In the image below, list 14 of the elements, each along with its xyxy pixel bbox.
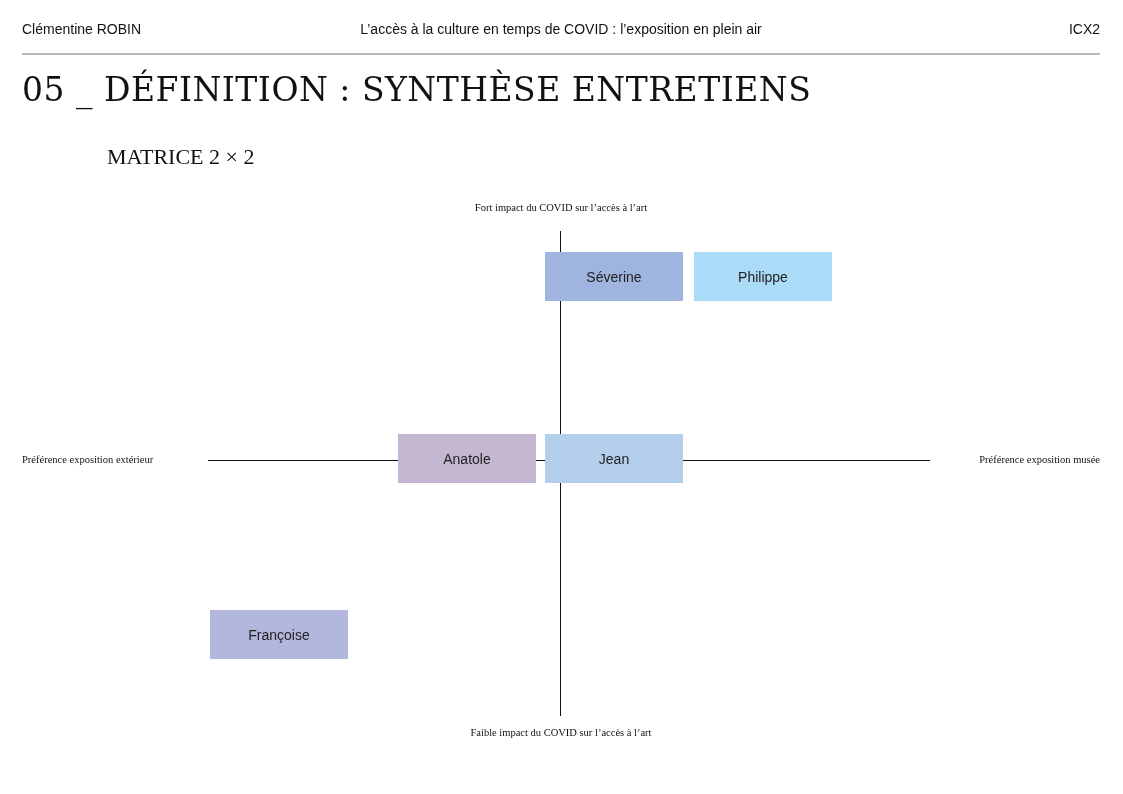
axis-label: Faible impact du COVID sur l’accès à l’art: [470, 727, 652, 738]
name-box: Anatole: [398, 434, 536, 483]
subtitle: MATRICE 2 × 2: [107, 144, 255, 170]
axis-label: Fort impact du COVID sur l’accès à l’art: [474, 202, 648, 213]
header-title: L’accès à la culture en temps de COVID : l’exposition en plein air: [360, 21, 762, 37]
course-code: ICX2: [1068, 21, 1100, 37]
name-box: Jean: [545, 434, 683, 483]
author-name: Clémentine ROBIN: [22, 21, 142, 37]
axis-label: Préférence exposition extérieur: [22, 454, 154, 465]
name-box: Philippe: [694, 252, 832, 301]
name-box: Séverine: [545, 252, 683, 301]
page-title: 05 _ DÉFINITION : SYNTHÈSE ENTRETIENS: [22, 70, 812, 109]
axis-label: Préférence exposition musée: [979, 454, 1100, 465]
name-box: Françoise: [210, 610, 348, 659]
